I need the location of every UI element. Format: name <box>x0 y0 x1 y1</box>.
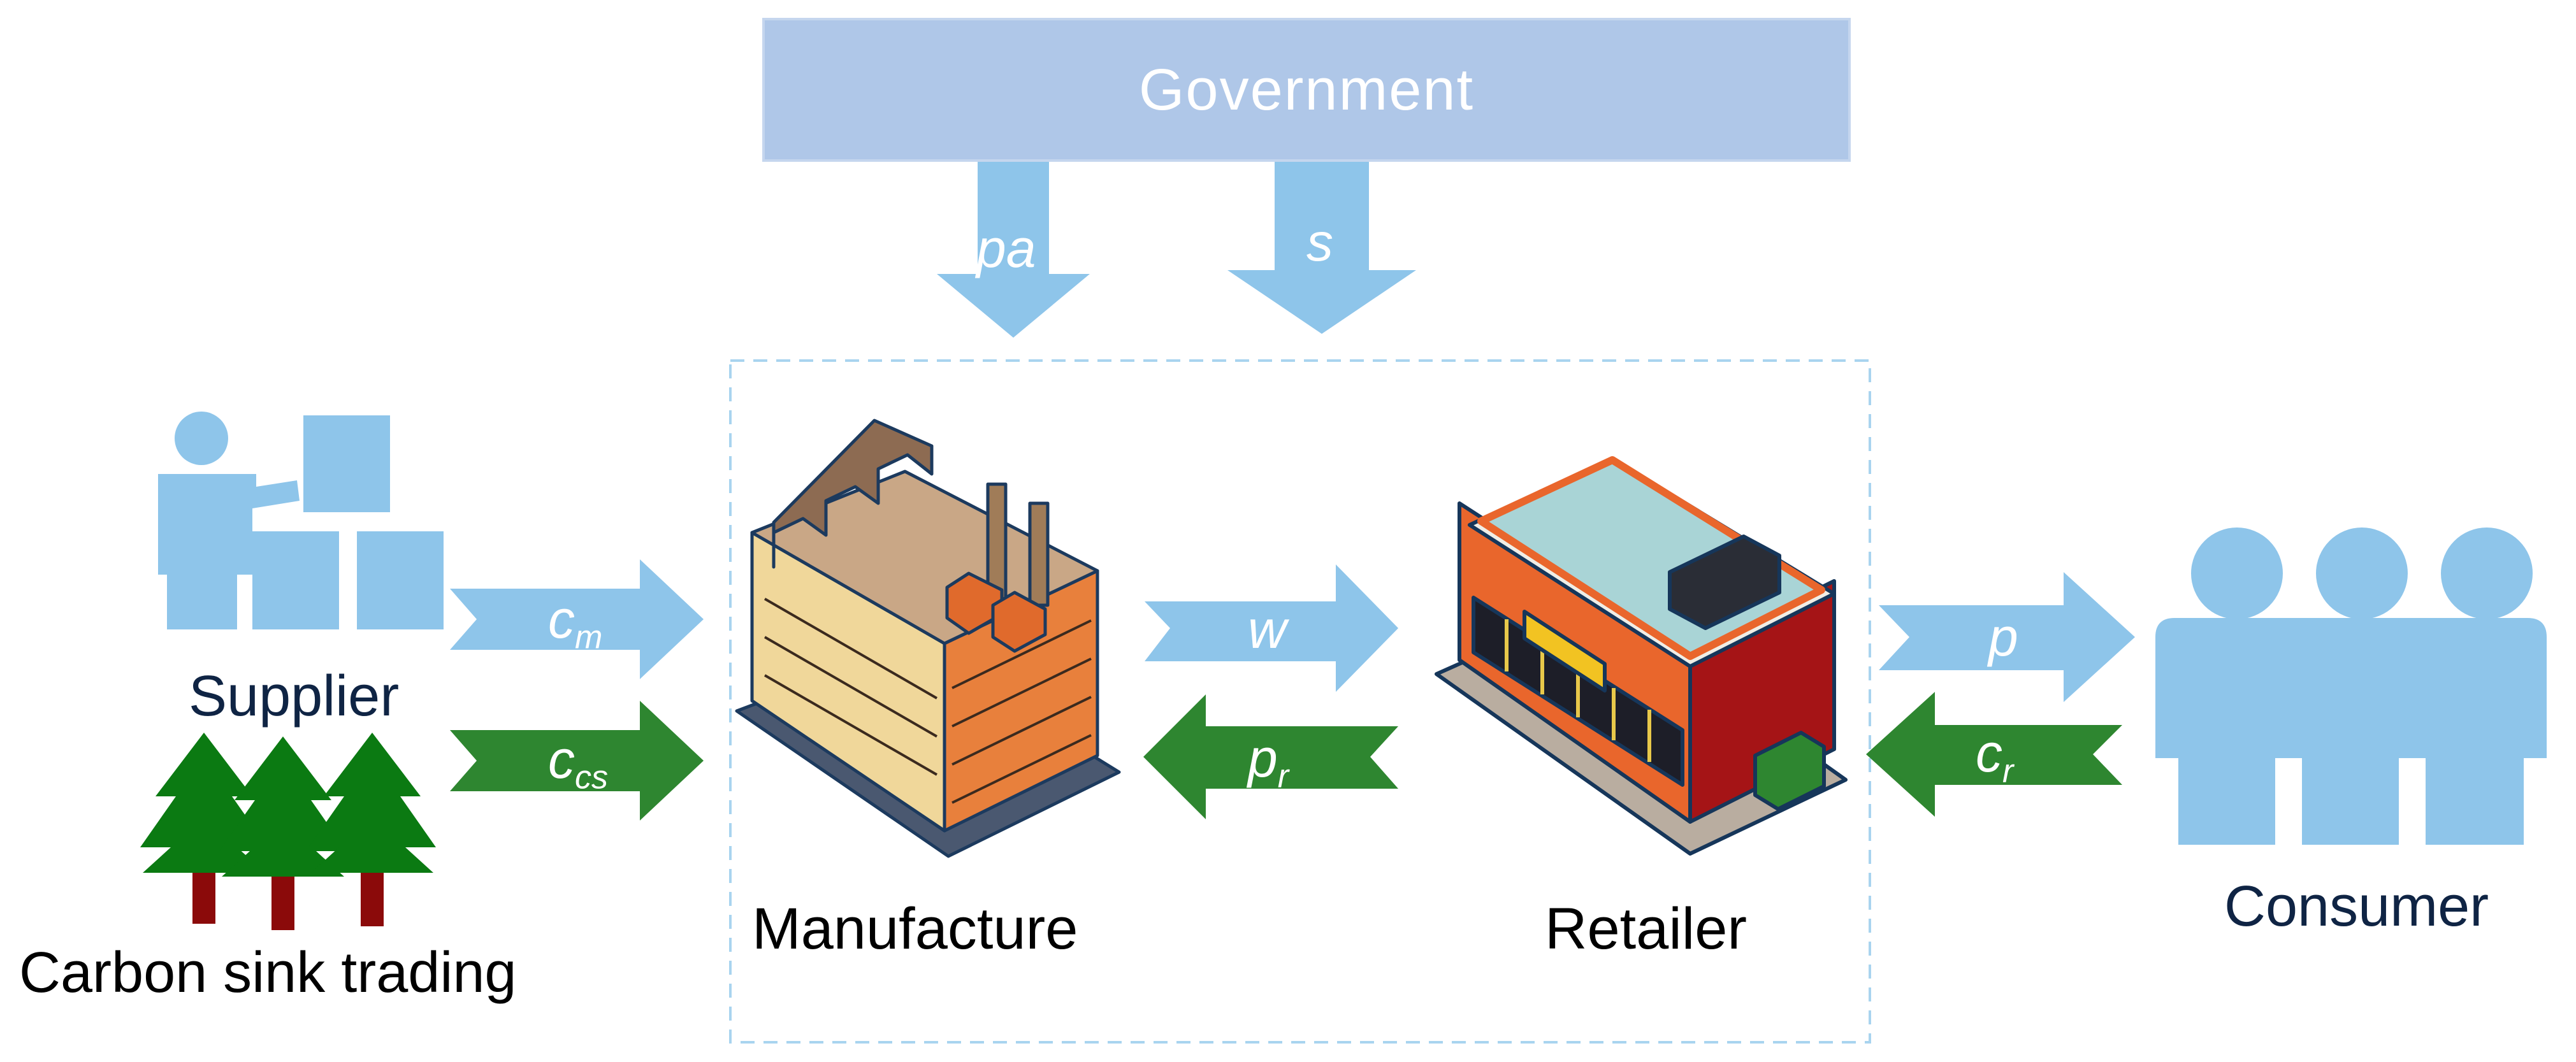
s-label: s <box>1306 212 1333 272</box>
consumer-icon <box>2155 527 2547 845</box>
w-label: w <box>1248 599 1287 659</box>
system-boundary <box>729 359 1871 1044</box>
pr-label: pr <box>1248 728 1289 795</box>
p-arrow <box>1879 572 2135 702</box>
pr-arrow <box>1143 694 1398 819</box>
pa-label: pa <box>976 219 1036 278</box>
cm-label: cm <box>548 589 603 656</box>
w-arrow <box>1145 564 1398 692</box>
government-label: Government <box>1138 57 1475 122</box>
cr-arrow <box>1866 692 2122 817</box>
retailer-icon <box>1435 456 1848 856</box>
retailer-label: Retailer <box>1545 896 1747 961</box>
cm-arrow <box>450 559 704 679</box>
factory-icon <box>735 419 1121 858</box>
pa-arrow <box>937 162 1090 338</box>
cr-label: cr <box>1976 723 2014 790</box>
carbon-sink-label: Carbon sink trading <box>19 941 517 1005</box>
ccs-label: ccs <box>548 729 609 796</box>
s-arrow <box>1227 162 1416 334</box>
supplier-icon <box>158 412 444 629</box>
consumer-label: Consumer <box>2224 875 2489 938</box>
ccs-arrow <box>450 701 704 821</box>
p-label: p <box>1988 607 2018 667</box>
manufacture-label: Manufacture <box>752 896 1078 961</box>
trees-icon <box>140 733 436 930</box>
supplier-label: Supplier <box>189 664 400 728</box>
government-box: Government <box>762 18 1851 162</box>
